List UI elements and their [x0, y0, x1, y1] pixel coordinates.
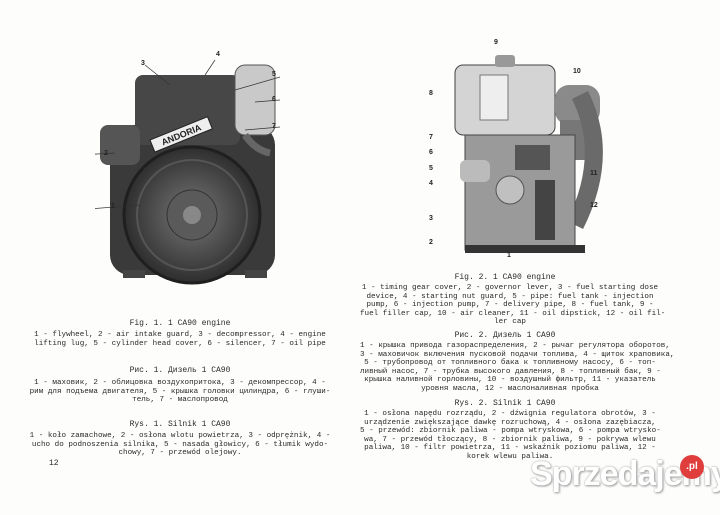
page-number: 12 [49, 459, 59, 468]
callout-9: 9 [494, 39, 498, 46]
fig1-title-en: Fig. 1. 1 CA90 engine [129, 319, 231, 328]
watermark-badge: .pl [680, 455, 704, 479]
fig2-title-en: Fig. 2. 1 CA90 engine [454, 273, 556, 282]
callout-8: 8 [429, 90, 433, 97]
fig2-legend-pl: 1 - osłona napędu rozrządu, 2 - dźwignia… [360, 410, 661, 461]
fig2-title-pl: Rys. 2. Silnik 1 CA90 [454, 399, 556, 408]
engine-photo-side [454, 55, 603, 253]
callout-10: 10 [573, 68, 581, 75]
callout-1: 1 [507, 252, 511, 259]
fig1-title-ru: Рис. 1. Дизель 1 CA90 [129, 366, 231, 375]
callout-4: 4 [216, 51, 220, 58]
callout-5: 5 [429, 165, 433, 172]
callout-2: 2 [104, 150, 108, 157]
fig1-title-pl: Rys. 1. Silnik 1 CA90 [129, 420, 231, 429]
engine-photo-front: ANDORIA [95, 59, 281, 285]
callout-6: 6 [429, 149, 433, 156]
right-page: 1 2 3 4 5 6 7 8 9 10 11 12 Fig. 2. 1 CA9… [360, 0, 720, 515]
callout-3: 3 [429, 215, 433, 222]
callout-7: 7 [272, 123, 276, 130]
callout-4: 4 [429, 180, 433, 187]
callout-3: 3 [141, 60, 145, 67]
fig2-legend-ru: 1 - крышка привода газораспределения, 2 … [360, 342, 675, 393]
callout-1: 1 [111, 203, 115, 210]
fig1-legend-en: 1 - flywheel, 2 - air intake guard, 3 - … [34, 331, 326, 348]
fig2-title-ru: Рис. 2. Дизель 1 CA90 [454, 331, 556, 340]
callout-2: 2 [429, 239, 433, 246]
callout-6: 6 [272, 96, 276, 103]
fig1-legend-ru: 1 - маховик, 2 - облицовка воздухоприток… [29, 379, 331, 405]
callout-11: 11 [590, 170, 598, 177]
fig2-legend-en: 1 - timing gear cover, 2 - governor leve… [360, 284, 666, 327]
left-page: ANDORIA 1 2 3 4 5 6 7 Fig. 1. 1 CA90 eng… [29, 51, 331, 468]
fig1-legend-pl: 1 - koło zamachowe, 2 - osłona wlotu pow… [29, 432, 331, 458]
callout-12: 12 [590, 202, 598, 209]
callout-7: 7 [429, 134, 433, 141]
callout-5: 5 [272, 71, 276, 78]
